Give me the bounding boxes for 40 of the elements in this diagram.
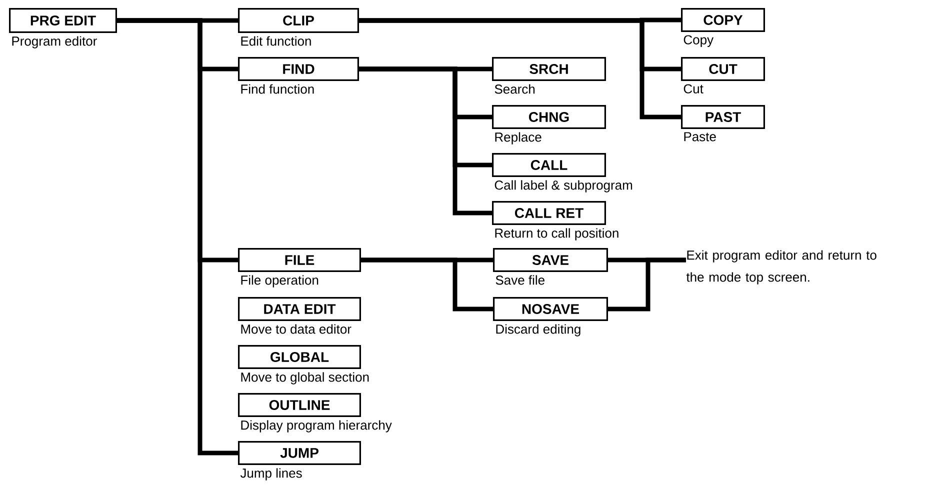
- connector-line: [361, 258, 493, 312]
- menu-box: PAST: [681, 105, 765, 129]
- menu-box: GLOBAL: [238, 345, 361, 369]
- caption-text: Find function: [241, 84, 314, 94]
- caption-text: Save file: [496, 275, 544, 285]
- caption-text: Paste: [684, 132, 716, 142]
- menu-box: CHNG: [492, 105, 606, 129]
- menu-box: NOSAVE: [493, 297, 608, 321]
- caption-text: Jump lines: [240, 468, 302, 480]
- menu-box: FILE: [238, 248, 361, 272]
- menu-box: SAVE: [493, 248, 608, 272]
- caption-text: Return to call position: [495, 228, 618, 240]
- connector-line: [359, 66, 492, 216]
- caption-text: Call label & subprogram: [494, 180, 632, 192]
- menu-box: CUT: [681, 57, 765, 81]
- menu-box: CALL: [492, 153, 606, 177]
- connector-line: [117, 18, 238, 456]
- caption-text: Search: [494, 84, 535, 94]
- caption-text: Cut: [684, 84, 704, 94]
- menu-box: OUTLINE: [238, 393, 361, 417]
- caption-text: Display program hierarchy: [241, 420, 392, 432]
- menu-box: SRCH: [492, 57, 606, 81]
- connector-line: [359, 18, 681, 120]
- menu-box: CLIP: [238, 8, 359, 33]
- caption-text: Move to data editor: [241, 324, 352, 334]
- menu-box: CALL RET: [492, 201, 606, 225]
- note-text: Exit program editor and return to the mode top screen.: [686, 250, 876, 284]
- caption-text: File operation: [241, 275, 318, 288]
- caption-text: Discard editing: [496, 324, 580, 336]
- caption-text: Copy: [684, 35, 714, 47]
- caption-text: Edit function: [241, 36, 311, 46]
- caption-text: Replace: [495, 132, 542, 144]
- menu-box: JUMP: [238, 441, 361, 465]
- caption-text: Move to global section: [241, 372, 369, 384]
- menu-box: FIND: [238, 57, 359, 81]
- connector-line: [608, 258, 686, 312]
- menu-box: PRG EDIT: [9, 8, 117, 33]
- caption-text: Program editor: [12, 36, 97, 48]
- menu-box: COPY: [681, 8, 765, 32]
- menu-box: DATA EDIT: [238, 297, 361, 321]
